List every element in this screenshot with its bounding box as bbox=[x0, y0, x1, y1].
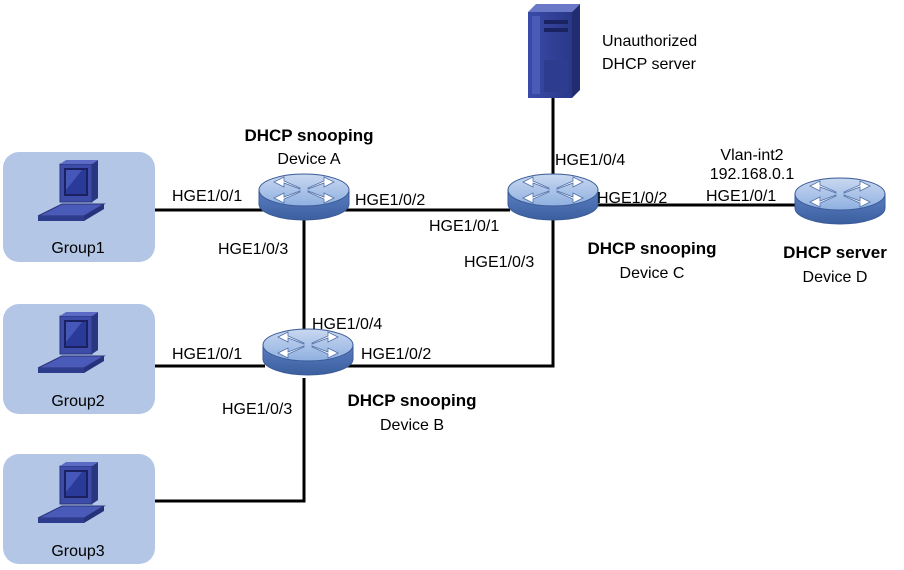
device-d-port: HGE1/0/1 bbox=[706, 188, 777, 205]
device-d-name: Device D bbox=[802, 269, 868, 286]
device-b-port-3: HGE1/0/3 bbox=[222, 401, 293, 418]
device-c-port-3: HGE1/0/3 bbox=[464, 254, 535, 271]
device-a-name: Device A bbox=[277, 151, 341, 168]
device-b-port-4: HGE1/0/4 bbox=[312, 316, 383, 333]
group2-pc-icon bbox=[37, 311, 105, 374]
device-c-port-2: HGE1/0/2 bbox=[597, 190, 668, 207]
device-a-role: DHCP snooping bbox=[244, 126, 374, 145]
device-b-port-2: HGE1/0/2 bbox=[361, 346, 432, 363]
rogue-server-label-line2: DHCP server bbox=[602, 56, 696, 73]
device-d-role: DHCP server bbox=[783, 243, 887, 262]
device-c-port-4: HGE1/0/4 bbox=[555, 152, 626, 169]
link-group3-deviceB bbox=[155, 378, 306, 503]
device-a-port-1: HGE1/0/1 bbox=[172, 188, 243, 205]
device-b-switch-icon bbox=[262, 328, 354, 376]
device-c-role: DHCP snooping bbox=[587, 239, 717, 258]
group3-pc-icon bbox=[37, 461, 105, 524]
device-d-ip: 192.168.0.1 bbox=[709, 166, 795, 183]
link-deviceB-deviceC bbox=[345, 220, 555, 368]
device-c-switch-icon bbox=[507, 173, 599, 221]
rogue-server-label-line1: Unauthorized bbox=[602, 33, 698, 50]
device-b-role: DHCP snooping bbox=[347, 391, 477, 410]
device-a-port-2: HGE1/0/2 bbox=[355, 192, 426, 209]
group1-label: Group1 bbox=[51, 240, 105, 257]
group3-label: Group3 bbox=[51, 543, 105, 560]
device-a-switch-icon bbox=[258, 173, 350, 221]
group2-label: Group2 bbox=[51, 393, 105, 410]
device-c-name: Device C bbox=[619, 265, 685, 282]
device-a-port-3: HGE1/0/3 bbox=[218, 241, 289, 258]
device-b-port-1: HGE1/0/1 bbox=[172, 346, 243, 363]
device-d-interface: Vlan-int2 bbox=[720, 147, 784, 164]
device-c-port-1: HGE1/0/1 bbox=[429, 218, 500, 235]
device-d-switch-icon bbox=[794, 177, 886, 225]
device-b-name: Device B bbox=[379, 417, 445, 434]
group1-pc-icon bbox=[37, 159, 105, 222]
unauthorized-server-icon bbox=[528, 4, 580, 98]
